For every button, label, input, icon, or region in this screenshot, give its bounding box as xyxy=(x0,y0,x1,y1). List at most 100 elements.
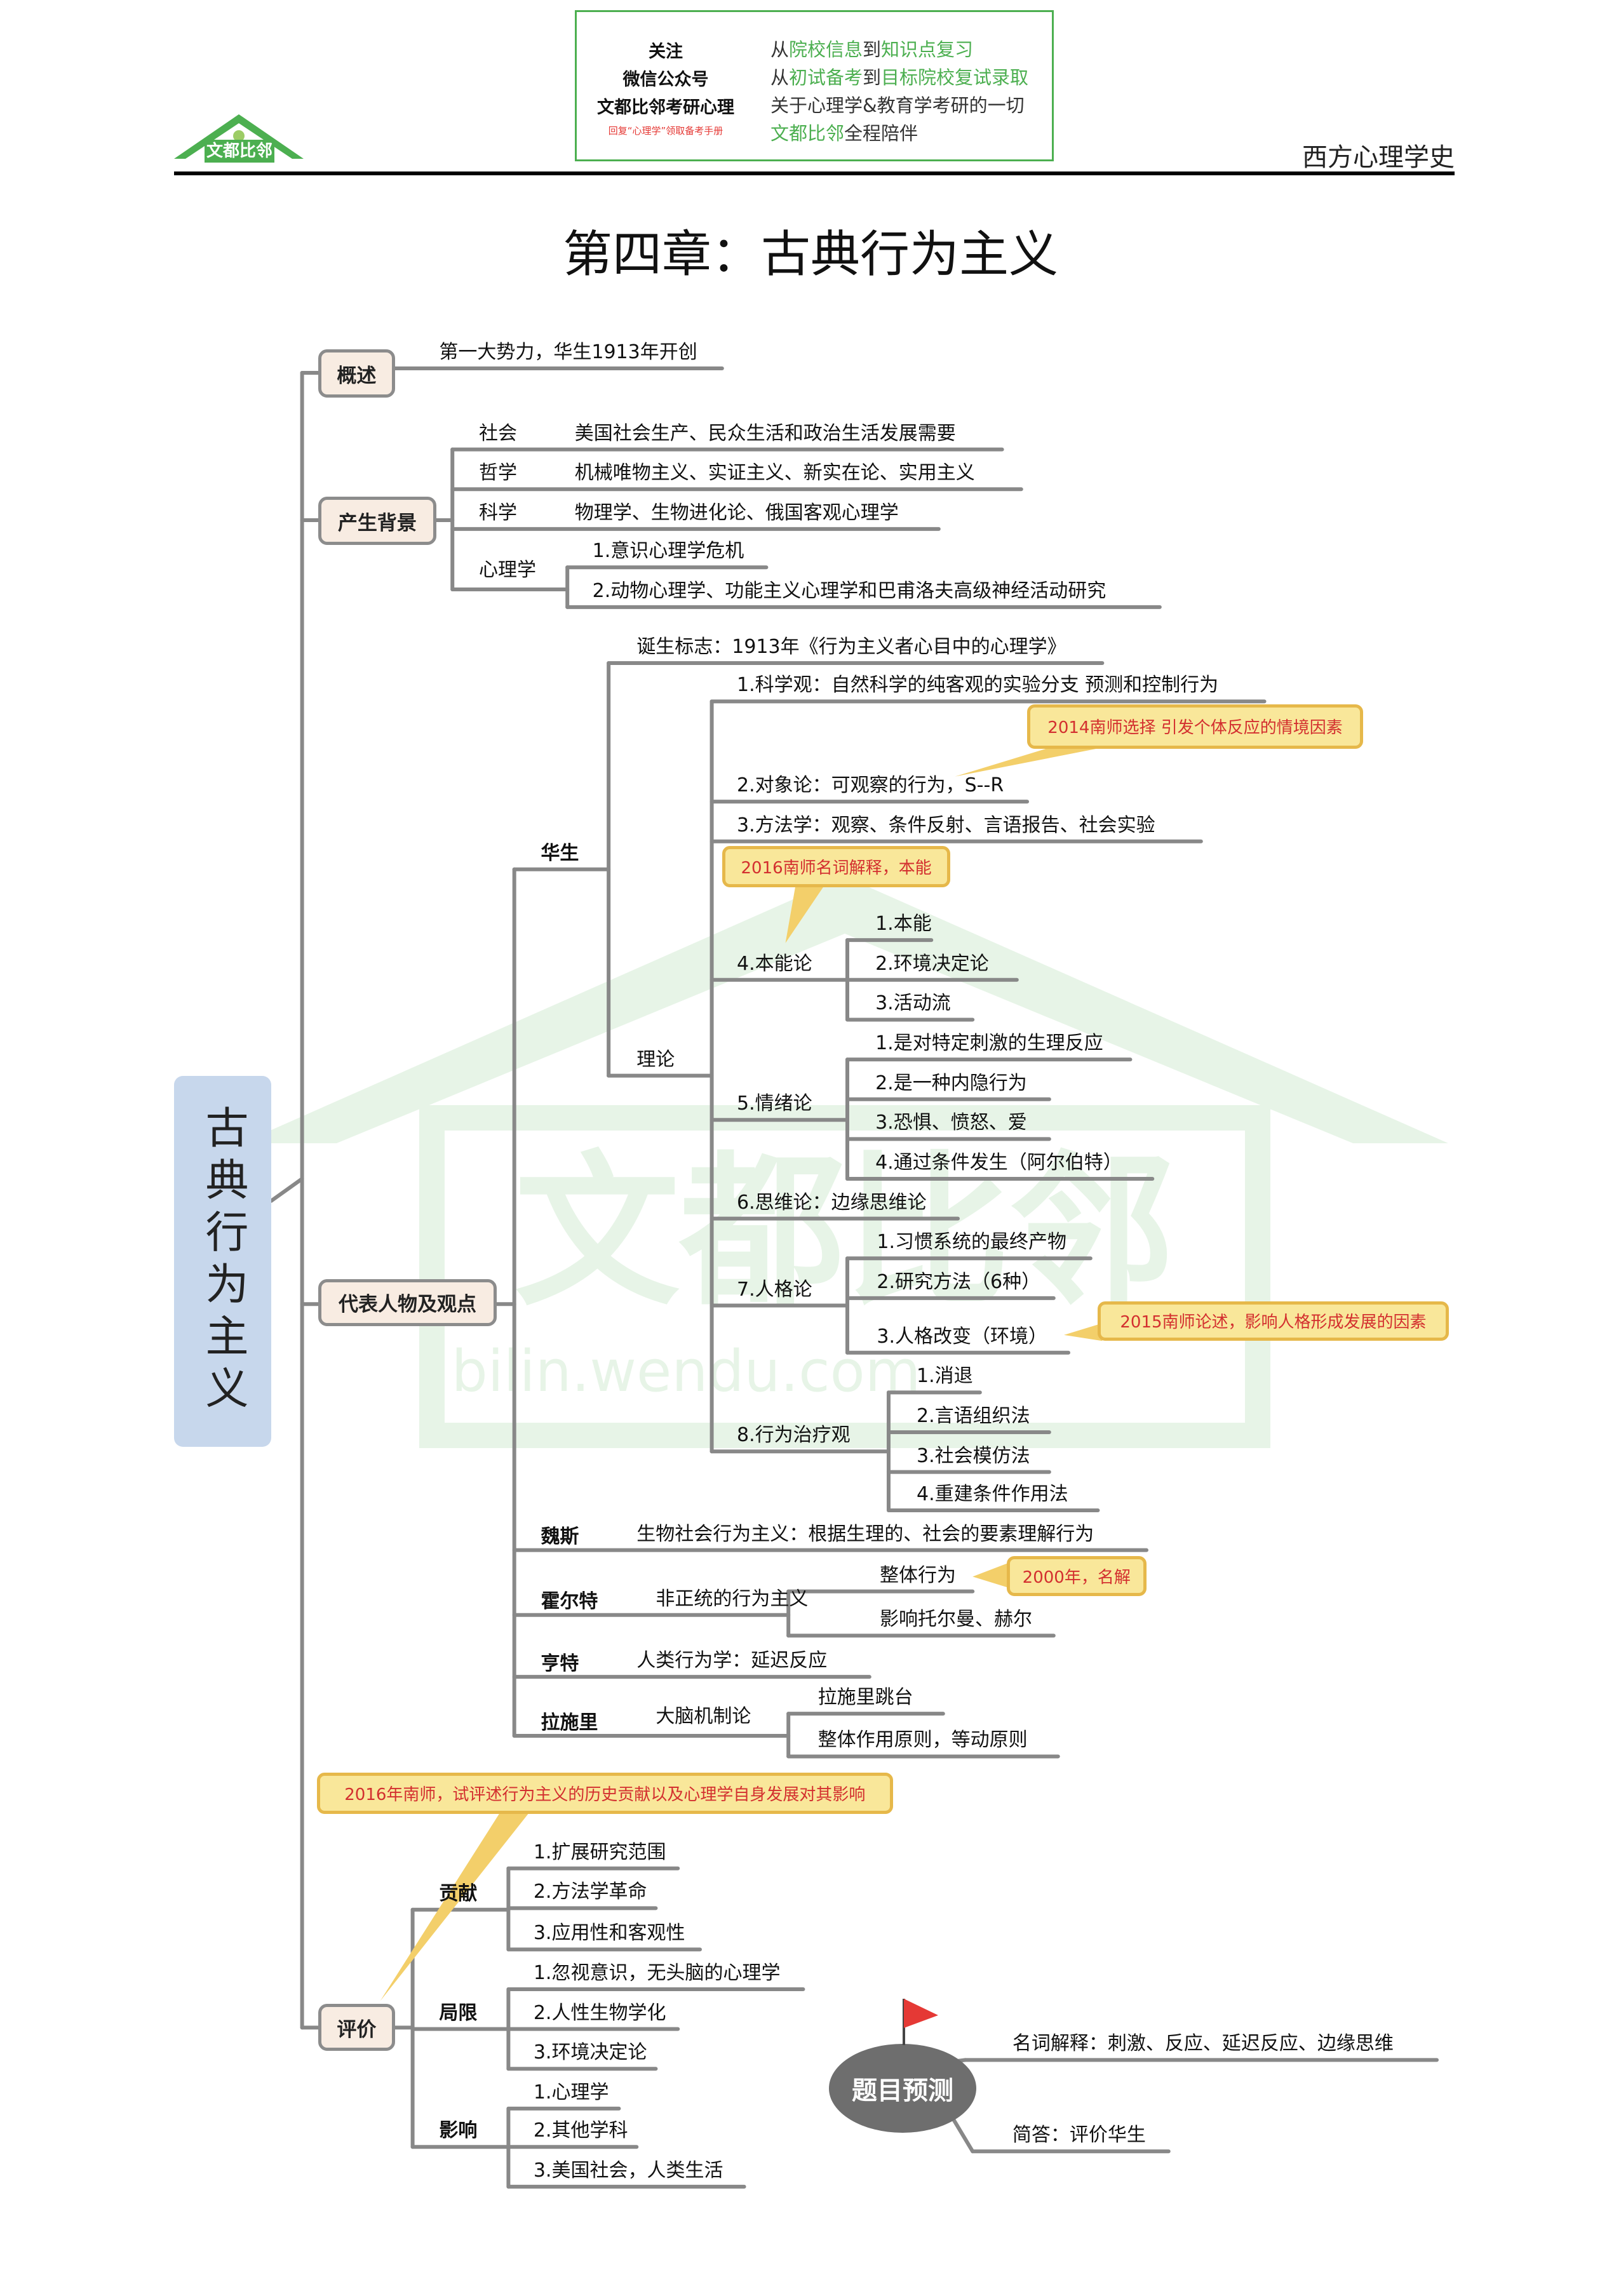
eval-contribution-item: 1.扩展研究范围 xyxy=(533,1841,666,1863)
instinct-item: 2.环境决定论 xyxy=(875,952,989,975)
eval-influence-label: 影响 xyxy=(439,2119,478,2142)
instinct-item: 1.本能 xyxy=(875,913,932,936)
logo-text: 文都比邻 xyxy=(205,140,274,163)
watson-birth-mark: 诞生标志：1913年《行为主义者心目中的心理学》 xyxy=(636,636,1066,658)
watson-theory-item: 3.方法学：观察、条件反射、言语报告、社会实验 xyxy=(737,814,1155,836)
callout-2016-evaluation-tail xyxy=(380,1811,531,2001)
holt-item: 整体行为 xyxy=(880,1564,957,1587)
callout-2016-evaluation: 2016年南师，试评述行为主义的历史贡献以及心理学自身发展对其影响 xyxy=(316,1772,893,1814)
callout-2014-tail xyxy=(955,744,1120,777)
watson-theory-label: 理论 xyxy=(636,1048,675,1071)
bg-psychology-item: 1.意识心理学危机 xyxy=(592,540,744,563)
promo-reply-hint: 回复“心理学”领取备考手册 xyxy=(608,125,723,137)
bg-psychology-item: 2.动物心理学、功能主义心理学和巴甫洛夫高级神经活动研究 xyxy=(592,579,1106,602)
red-flag-icon xyxy=(903,1999,938,2045)
callout-2000: 2000年，名解 xyxy=(1006,1555,1147,1596)
figure-lashley-label: 拉施里 xyxy=(541,1711,598,1734)
branch-evaluation: 评价 xyxy=(318,2004,395,2051)
lashley-item: 拉施里跳台 xyxy=(817,1686,913,1709)
subject-label: 西方心理学史 xyxy=(1302,143,1455,172)
watermark-house-logo: 文都比邻 bilin.wendu.com xyxy=(241,876,1448,1448)
eval-limitation-label: 局限 xyxy=(439,2001,478,2024)
eval-limitation-item: 1.忽视意识，无头脑的心理学 xyxy=(533,1962,781,1984)
eval-limitation-item: 3.环境决定论 xyxy=(533,2041,647,2064)
watermark-brand: 文都比邻 xyxy=(515,1137,1175,1329)
callout-2016-tail xyxy=(785,884,826,943)
connector-line xyxy=(948,2112,975,2154)
eval-influence-item: 1.心理学 xyxy=(533,2081,609,2104)
page-title: 第四章：古典行为主义 xyxy=(562,226,1058,283)
figure-watson-label: 华生 xyxy=(541,842,579,864)
eval-influence-item: 3.美国社会，人类生活 xyxy=(533,2159,723,2182)
promo-slogan-2: 从初试备考到目标院校复试录取 xyxy=(770,67,1029,88)
emotion-item: 1.是对特定刺激的生理反应 xyxy=(875,1032,1103,1055)
header-divider xyxy=(174,171,1455,175)
emotion-item: 3.恐惧、愤怒、爱 xyxy=(875,1111,1027,1134)
figure-weiss-label: 魏斯 xyxy=(541,1526,579,1548)
therapy-item: 3.社会模仿法 xyxy=(917,1444,1030,1467)
holt-item: 影响托尔曼、赫尔 xyxy=(880,1608,1033,1631)
brand-logo: 文都比邻 xyxy=(174,114,304,175)
bg-philosophy-label: 哲学 xyxy=(479,462,517,485)
connector-line xyxy=(269,1177,304,1203)
branch-figures: 代表人物及观点 xyxy=(318,1279,497,1326)
callout-2000-tail xyxy=(972,1562,1011,1588)
prediction-terms: 名词解释：刺激、反应、延迟反应、边缘思维 xyxy=(1012,2032,1394,2055)
emotion-item: 2.是一种内隐行为 xyxy=(875,1071,1027,1094)
watson-theory-item: 6.思维论：边缘思维论 xyxy=(737,1191,927,1214)
overview-text: 第一大势力，华生1913年开创 xyxy=(439,341,697,363)
promo-wechat: 微信公众号 xyxy=(622,70,709,90)
personality-item: 1.习惯系统的最终产物 xyxy=(877,1231,1067,1254)
watson-instinct-label: 4.本能论 xyxy=(737,952,812,975)
callout-2015: 2015南师论述，影响人格形成发展的因素 xyxy=(1098,1301,1449,1341)
therapy-item: 2.言语组织法 xyxy=(917,1405,1030,1428)
watson-theory-item: 2.对象论：可观察的行为，S--R xyxy=(737,774,1004,797)
prediction-bubble: 题目预测 xyxy=(829,2044,976,2133)
central-topic-label: 古典行为主义 xyxy=(198,1105,248,1418)
branch-background: 产生背景 xyxy=(318,496,436,546)
figure-hunter-label: 亨特 xyxy=(541,1652,579,1675)
eval-contribution-label: 贡献 xyxy=(439,1882,478,1905)
personality-item: 2.研究方法（6种） xyxy=(877,1270,1041,1293)
eval-contribution-item: 2.方法学革命 xyxy=(533,1881,647,1903)
logo-house-icon xyxy=(174,114,304,159)
watson-emotion-label: 5.情绪论 xyxy=(737,1092,812,1115)
lashley-text: 大脑机制论 xyxy=(656,1705,751,1728)
hunter-text: 人类行为学：延迟反应 xyxy=(636,1649,828,1672)
emotion-item: 4.通过条件发生（阿尔伯特） xyxy=(875,1151,1122,1174)
prediction-short-answer: 简答：评价华生 xyxy=(1012,2124,1146,2147)
bg-psychology-label: 心理学 xyxy=(479,559,536,582)
promo-account: 文都比邻考研心理 xyxy=(597,98,734,117)
holt-text: 非正统的行为主义 xyxy=(656,1587,809,1610)
eval-influence-item: 2.其他学科 xyxy=(533,2119,628,2142)
bg-science-text: 物理学、生物进化论、俄国客观心理学 xyxy=(574,501,899,524)
weiss-text: 生物社会行为主义：根据生理的、社会的要素理解行为 xyxy=(636,1522,1094,1545)
bg-science-label: 科学 xyxy=(479,501,517,524)
promo-slogan-1: 从院校信息到知识点复习 xyxy=(770,39,974,60)
therapy-item: 1.消退 xyxy=(917,1365,973,1388)
bg-society-label: 社会 xyxy=(479,422,517,445)
callout-2016: 2016南师名词解释，本能 xyxy=(722,845,951,887)
central-topic: 古典行为主义 xyxy=(174,1076,271,1447)
callout-2014: 2014南师选择 引发个体反应的情境因素 xyxy=(1027,704,1363,749)
figure-holt-label: 霍尔特 xyxy=(541,1590,598,1613)
eval-limitation-item: 2.人性生物学化 xyxy=(533,2001,666,2024)
promo-slogan-4: 文都比邻全程陪伴 xyxy=(770,123,918,144)
watson-therapy-label: 8.行为治疗观 xyxy=(737,1424,851,1447)
branch-overview: 概述 xyxy=(318,349,395,398)
instinct-item: 3.活动流 xyxy=(875,992,951,1015)
bg-society-text: 美国社会生产、民众生活和政治生活发展需要 xyxy=(574,422,956,445)
eval-contribution-item: 3.应用性和客观性 xyxy=(533,1922,685,1945)
lashley-item: 整体作用原则，等动原则 xyxy=(817,1729,1028,1752)
promo-follow: 关注 xyxy=(649,42,683,62)
watson-personality-label: 7.人格论 xyxy=(737,1278,812,1301)
personality-item: 3.人格改变（环境） xyxy=(877,1325,1048,1348)
watson-theory-item: 1.科学观：自然科学的纯客观的实验分支 预测和控制行为 xyxy=(737,674,1219,697)
wechat-promo-box: 关注 微信公众号 文都比邻考研心理 回复“心理学”领取备考手册 从院校信息到知识… xyxy=(575,10,1054,161)
callout-2015-tail xyxy=(1064,1323,1103,1341)
therapy-item: 4.重建条件作用法 xyxy=(917,1483,1068,1505)
watermark-url: bilin.wendu.com xyxy=(452,1338,921,1405)
promo-slogan-3: 关于心理学&教育学考研的一切 xyxy=(770,95,1025,116)
